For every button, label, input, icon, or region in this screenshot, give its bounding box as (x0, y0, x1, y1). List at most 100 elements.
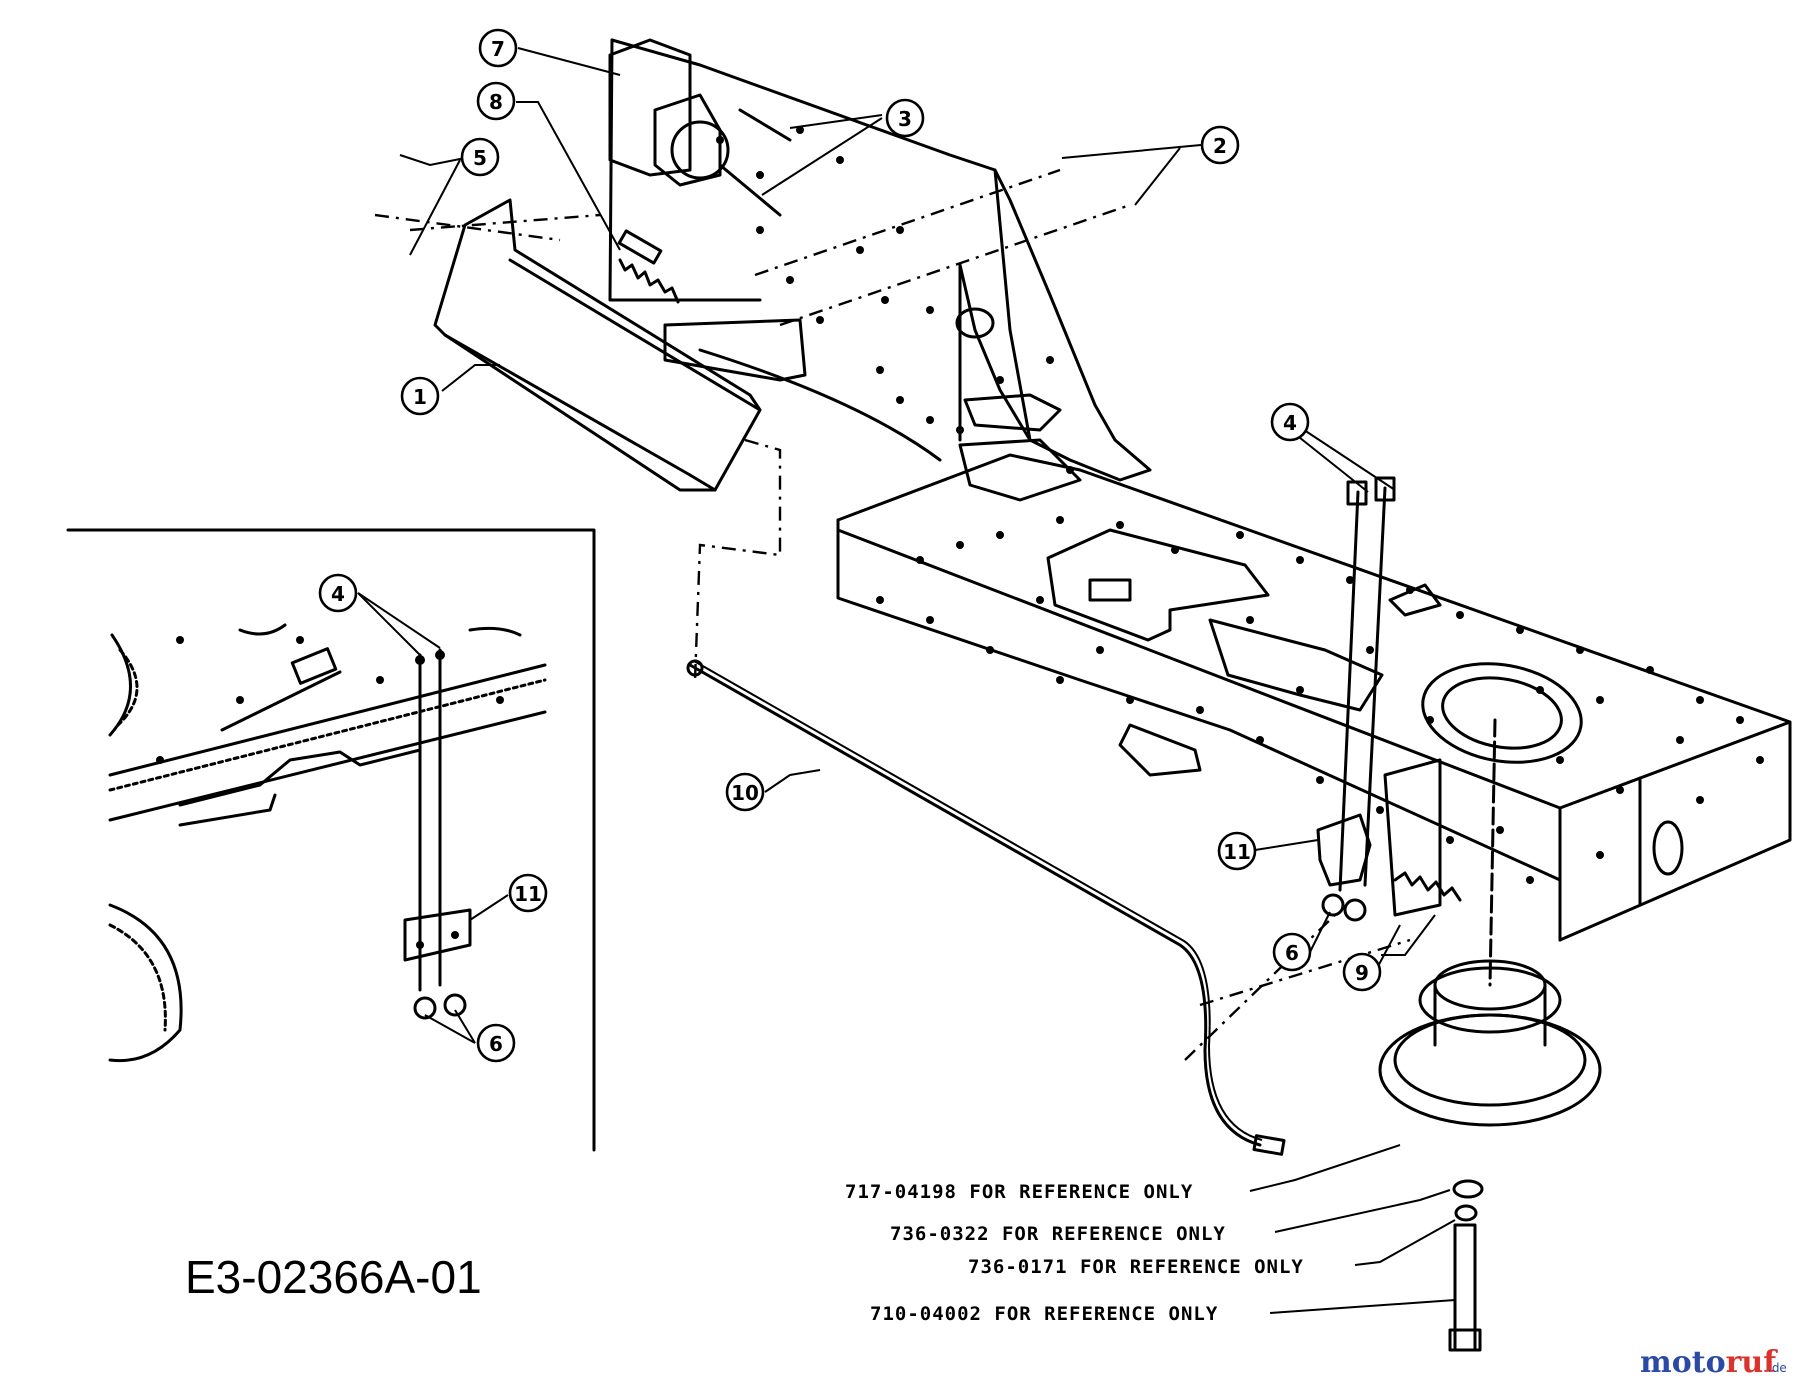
frame-hole (1556, 756, 1564, 764)
frame-hole (1756, 756, 1764, 764)
reference-labels: 717-04198 FOR REFERENCE ONLY 736-0322 FO… (845, 1181, 1304, 1325)
callout-circle (508, 873, 548, 913)
ref-label-4: 710-04002 FOR REFERENCE ONLY (870, 1303, 1218, 1325)
frame-hole (1696, 796, 1704, 804)
frame-hole (816, 316, 824, 324)
frame-holes (716, 126, 1764, 884)
frame-hole (1576, 646, 1584, 654)
frame-hole (1036, 596, 1044, 604)
part-9-spring (1383, 758, 1462, 917)
callout-number: 1 (413, 385, 427, 409)
frame-hole (1646, 666, 1654, 674)
frame-hole (896, 396, 904, 404)
frame-hole (1126, 696, 1134, 704)
callout-number: 5 (473, 146, 487, 170)
callout-number: 3 (898, 107, 912, 131)
main-frame (836, 438, 1792, 942)
inset-frame (66, 528, 596, 1152)
frame-hole (1256, 736, 1264, 744)
part-6-nuts (1321, 893, 1367, 922)
frame-hole (1536, 686, 1544, 694)
callout-circle (885, 98, 925, 138)
callout-number: 6 (489, 1032, 503, 1056)
frame-hole (1616, 786, 1624, 794)
assembly-lines (374, 168, 1411, 1061)
part-1-shield (433, 198, 807, 492)
frame-hole (1366, 646, 1374, 654)
callout-number: 7 (491, 37, 505, 61)
frame-hole (1171, 546, 1179, 554)
ref-label-2: 736-0322 FOR REFERENCE ONLY (890, 1223, 1226, 1245)
ref-label-3: 736-0171 FOR REFERENCE ONLY (968, 1256, 1304, 1278)
callout-circle (1217, 831, 1257, 871)
frame-hole (1516, 626, 1524, 634)
frame-hole (1196, 706, 1204, 714)
part-11-bracket (1316, 813, 1372, 887)
callout-number: 9 (1355, 961, 1369, 985)
frame-hole (926, 306, 934, 314)
main-callout-6: 6 (1272, 932, 1312, 972)
frame-hole (926, 616, 934, 624)
frame-hole (1596, 851, 1604, 859)
frame-hole (836, 156, 844, 164)
main-callout-1: 1 (400, 376, 440, 416)
callout-circle (1200, 125, 1240, 165)
main-callout-5: 5 (460, 137, 500, 177)
frame-hole (1246, 616, 1254, 624)
frame-hole (1066, 466, 1074, 474)
frame-hole (996, 531, 1004, 539)
svg-text:.de: .de (1768, 1361, 1787, 1375)
callout-number: 8 (489, 90, 503, 114)
frame-hole (1696, 696, 1704, 704)
main-callout-11: 11 (1217, 831, 1257, 871)
callout-number: 11 (1223, 840, 1251, 864)
inset-detail (66, 528, 596, 1152)
frame-hole (1236, 531, 1244, 539)
part-4-bolts (1338, 476, 1396, 892)
main-callout-9: 9 (1342, 952, 1382, 992)
callout-number: 6 (1285, 941, 1299, 965)
ref-label-1: 717-04198 FOR REFERENCE ONLY (845, 1181, 1193, 1203)
frame-hole (1596, 696, 1604, 704)
frame-hole (716, 136, 724, 144)
callout-circle (1272, 932, 1312, 972)
frame-hole (876, 596, 884, 604)
frame-hole (1426, 716, 1434, 724)
frame-hole (756, 171, 764, 179)
frame-hole (1446, 836, 1454, 844)
part-7-assembly (608, 38, 792, 217)
pulley-assembly (1378, 718, 1602, 1352)
callout-circle (400, 376, 440, 416)
frame-hole (876, 366, 884, 374)
frame-hole (1096, 646, 1104, 654)
callout-circle (476, 1023, 516, 1063)
frame-hole (881, 296, 889, 304)
dash-panel (608, 38, 1152, 482)
main-callout-8: 8 (476, 81, 516, 121)
callout-circle (460, 137, 500, 177)
callout-circle (476, 81, 516, 121)
frame-hole (1046, 356, 1054, 364)
callout-number: 10 (731, 781, 759, 805)
frame-hole (926, 416, 934, 424)
main-callout-2: 2 (1200, 125, 1240, 165)
frame-hole (996, 376, 1004, 384)
frame-hole (1116, 521, 1124, 529)
frame-hole (1736, 716, 1744, 724)
callout-circle (1342, 952, 1382, 992)
main-callout-10: 10 (725, 772, 765, 812)
frame-hole (1316, 776, 1324, 784)
main-callout-7: 7 (478, 28, 518, 68)
frame-hole (1296, 686, 1304, 694)
frame-hole (1676, 736, 1684, 744)
callout-circle (725, 772, 765, 812)
callout-number: 11 (514, 882, 542, 906)
inset-callout-6: 6 (476, 1023, 516, 1063)
frame-hole (756, 226, 764, 234)
callout-number: 2 (1213, 134, 1227, 158)
frame-hole (856, 246, 864, 254)
main-callout-4: 4 (1270, 402, 1310, 442)
callout-circle (318, 573, 358, 613)
